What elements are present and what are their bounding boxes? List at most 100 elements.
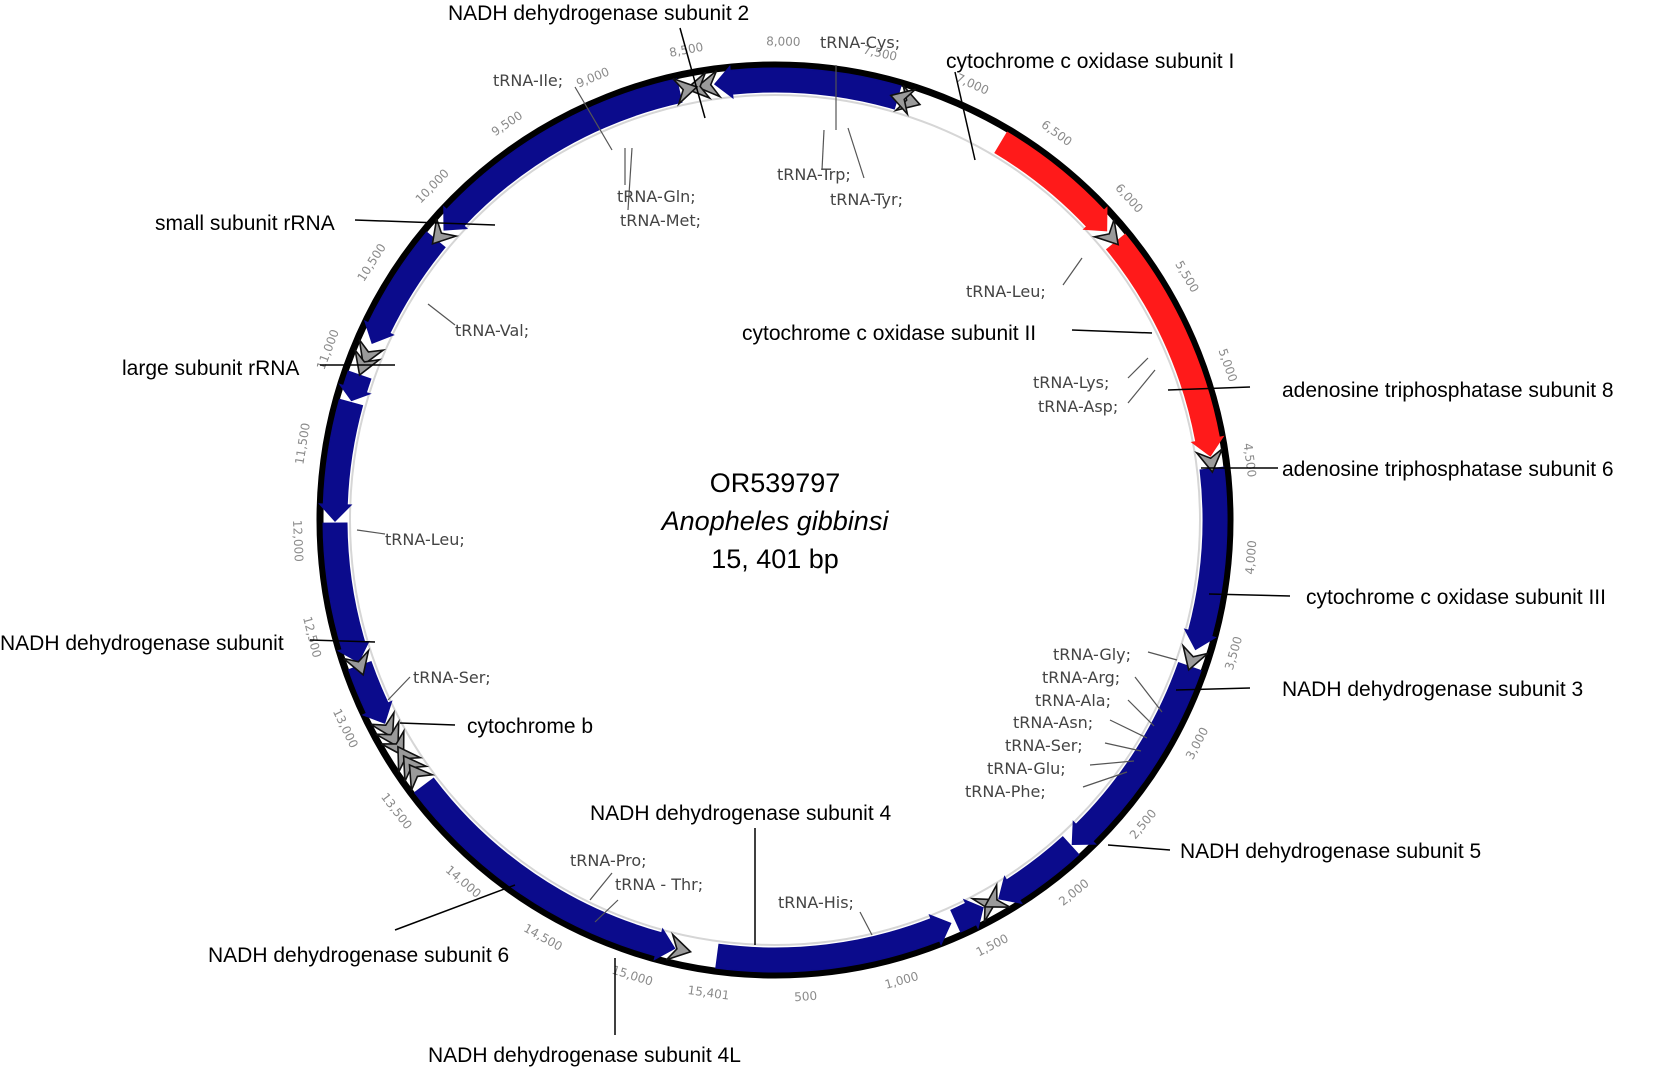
tick-label: 12,000 (290, 520, 306, 563)
trna-arrow (695, 70, 723, 99)
protein-gene-arc (1183, 466, 1228, 651)
trna-arrow (397, 745, 424, 773)
trna-label: tRNA-Val; (455, 321, 529, 340)
tick-label: 6,500 (1039, 117, 1075, 149)
tick-label: 500 (794, 989, 818, 1004)
tick-label: 13,000 (330, 706, 361, 750)
trna-arrow (402, 754, 430, 782)
tick-label: 4,500 (1241, 442, 1259, 478)
gene-label: small subunit rRNA (155, 212, 335, 235)
feature-arcs (318, 65, 1228, 973)
tick-label: 10,000 (413, 166, 452, 206)
gene-label: NADH dehydrogenase subunit 4L (428, 1044, 741, 1067)
tick-label: 8,000 (766, 34, 801, 49)
gene-label: NADH dehydrogenase subunit 4 (590, 802, 892, 825)
tick-label: 4,000 (1243, 540, 1260, 575)
trna-arrow (375, 718, 400, 749)
tick-label: 1,500 (974, 931, 1011, 959)
trna-marks (343, 70, 1224, 961)
trna-arrow (1091, 219, 1120, 246)
trna-label: tRNA-Gly; (1053, 645, 1131, 664)
gene-label: NADH dehydrogenase subunit 6 (208, 944, 509, 967)
gene-label: NADH dehydrogenase subunit 2 (448, 2, 749, 25)
trna-label: tRNA-Arg; (1042, 668, 1120, 687)
trna-arrow (889, 88, 916, 117)
protein-gene-arc (322, 522, 370, 663)
protein-gene-arc (715, 913, 952, 973)
tick-label: 10,500 (355, 241, 389, 284)
gene-label: cytochrome c oxidase subunit II (742, 322, 1036, 345)
protein-gene-arc (413, 777, 676, 961)
trna-label: tRNA-Leu; (966, 282, 1046, 301)
trna-label: tRNA-Asp; (1038, 397, 1118, 416)
protein-gene-arc (443, 78, 683, 231)
tick-label: 15,401 (687, 983, 731, 1003)
protein-gene-arc (318, 398, 364, 522)
gene-labels: NADH dehydrogenase subunit 2 cytochrome … (0, 2, 1614, 1067)
trna-label: tRNA-Ala; (1035, 691, 1111, 710)
trna-arrow (408, 763, 436, 791)
trna-arrow (358, 339, 387, 367)
backbone-ring (316, 61, 1234, 979)
tick-label: 5,000 (1216, 347, 1240, 384)
tick-label: 15,000 (610, 963, 654, 989)
gene-label: cytochrome b (467, 715, 593, 738)
trna-label: tRNA-Asn; (1013, 713, 1093, 732)
trna-label: tRNA-Gln; (617, 187, 696, 206)
tick-label: 5,500 (1172, 258, 1202, 295)
trna-label: tRNA-Ser; (413, 668, 491, 687)
tick-label: 11,500 (292, 422, 313, 466)
trna-arrow (354, 349, 383, 377)
gene-label: adenosine triphosphatase subunit 8 (1282, 379, 1614, 402)
tick-label: 2,500 (1127, 806, 1160, 841)
accession-number: OR539797 (710, 468, 841, 498)
tick-label: 2,000 (1056, 876, 1092, 908)
tick-label: 1,000 (883, 969, 920, 992)
trna-label: tRNA-Met; (620, 211, 701, 230)
tick-label: 3,000 (1183, 725, 1211, 762)
gene-label: cytochrome c oxidase subunit I (946, 50, 1234, 73)
protein-gene-arc (950, 898, 984, 933)
gene-leader-lines (309, 27, 1291, 1035)
trna-label: tRNA-Pro; (570, 851, 647, 870)
trna-arrow (1194, 448, 1224, 474)
trna-arrow (684, 71, 713, 100)
trna-label: tRNA-Cys; (820, 33, 900, 52)
trna-label: tRNA-Lys; (1033, 373, 1109, 392)
trna-arrow (370, 709, 395, 739)
species-name: Anopheles gibbinsi (660, 506, 890, 536)
trna-arrow (672, 77, 699, 107)
tick-label: 9,000 (574, 65, 611, 91)
protein-gene-arc (1071, 661, 1202, 845)
trna-label: tRNA-His; (778, 893, 854, 912)
gene-label: large subunit rRNA (122, 357, 299, 380)
inner-ring (349, 94, 1201, 946)
protein-gene-arc (713, 65, 902, 110)
trna-label: tRNA-Trp; (777, 165, 851, 184)
trna-arrow (343, 647, 370, 677)
gene-label: NADH dehydrogenase subunit (0, 632, 284, 655)
tick-label: 14,500 (521, 921, 565, 954)
trna-label: tRNA-Ser; (1005, 736, 1083, 755)
protein-gene-arc (347, 661, 393, 724)
rrna-arc (994, 131, 1108, 232)
trna-arrow (983, 881, 1011, 909)
tick-label: 9,500 (489, 108, 525, 139)
trna-label: tRNA-Leu; (385, 530, 465, 549)
gene-label: NADH dehydrogenase subunit 3 (1282, 678, 1583, 701)
protein-gene-arc (338, 370, 372, 402)
trna-label: tRNA - Thr; (615, 875, 703, 894)
gene-label: cytochrome c oxidase subunit III (1306, 586, 1606, 609)
gene-label: NADH dehydrogenase subunit 5 (1180, 840, 1481, 863)
gene-label: adenosine triphosphatase subunit 6 (1282, 458, 1614, 481)
tick-label: 6,000 (1112, 181, 1145, 216)
trna-arrow (665, 931, 693, 961)
trna-label: tRNA-Glu; (987, 759, 1066, 778)
protein-gene-arc (998, 836, 1080, 905)
trna-leader-lines (356, 65, 1178, 936)
trna-label: tRNA-Ile; (493, 71, 563, 90)
tick-label: 3,500 (1222, 635, 1245, 672)
trna-labels: tRNA-Ile; tRNA-Gln; tRNA-Met; tRNA-Cys; … (385, 33, 1131, 912)
protein-gene-arc (363, 231, 446, 344)
